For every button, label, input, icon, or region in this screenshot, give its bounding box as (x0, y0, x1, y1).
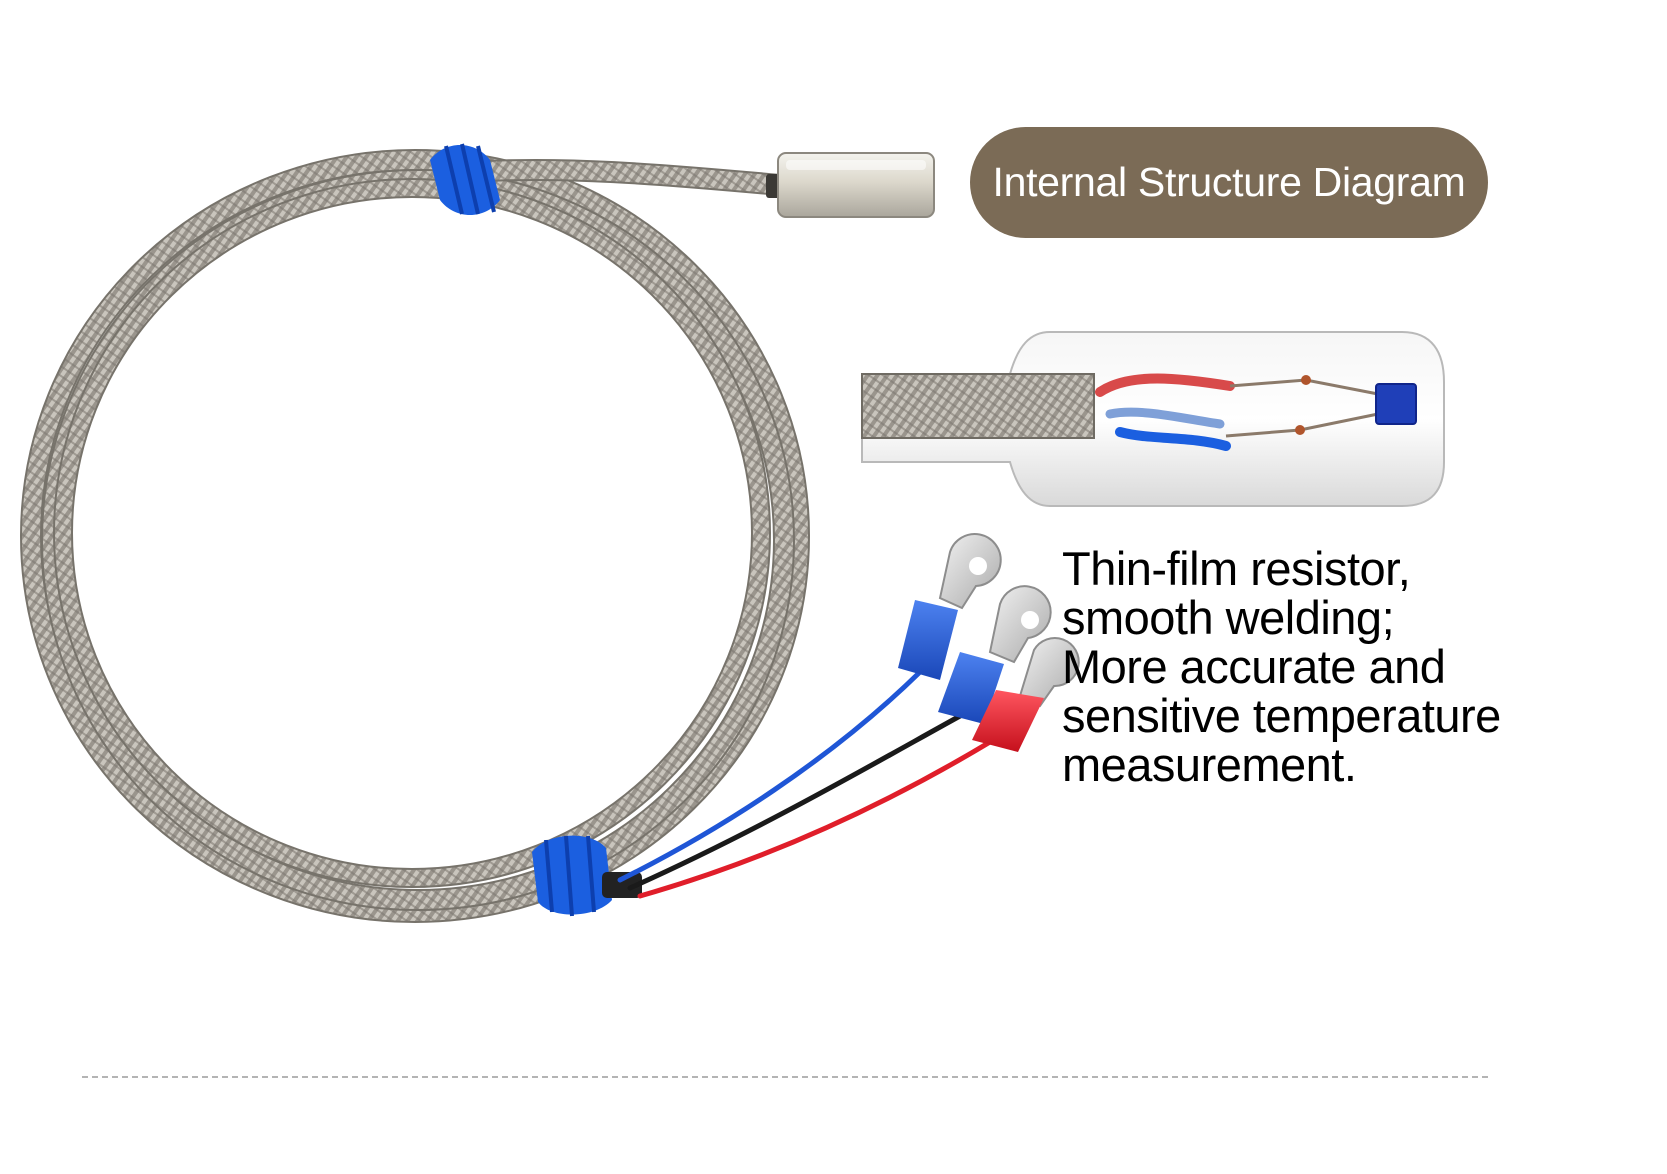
sensor-photo (20, 143, 1445, 923)
black-wire (627, 713, 963, 891)
signal-wires (617, 669, 993, 899)
terminal-blue-2 (938, 585, 1052, 724)
dashed-divider (82, 1076, 1488, 1078)
blue-cable-tie-bottom (532, 835, 642, 917)
feature-description: Thin-film resistor, smooth welding; More… (1062, 544, 1562, 789)
feature-line: Thin-film resistor, (1062, 542, 1411, 595)
feature-line: sensitive temperature (1062, 689, 1501, 742)
feature-line: measurement. (1062, 738, 1357, 791)
product-image-canvas: Internal Structure Diagram Thin-film res… (20, 127, 1562, 1078)
red-wire (637, 739, 993, 899)
feature-line: smooth welding; (1062, 591, 1395, 644)
probe-tip (766, 152, 935, 218)
internal-structure-badge: Internal Structure Diagram (970, 127, 1488, 238)
blue-wire (617, 669, 923, 883)
cutaway-diagram (861, 331, 1445, 507)
terminal-red (972, 637, 1080, 752)
terminal-blue-1 (898, 533, 1002, 680)
feature-line: More accurate and (1062, 640, 1446, 693)
badge-label: Internal Structure Diagram (992, 159, 1466, 205)
braided-cable-coil (20, 149, 810, 923)
probe-lead-cable (459, 158, 791, 196)
blue-cable-tie-top (430, 143, 500, 215)
